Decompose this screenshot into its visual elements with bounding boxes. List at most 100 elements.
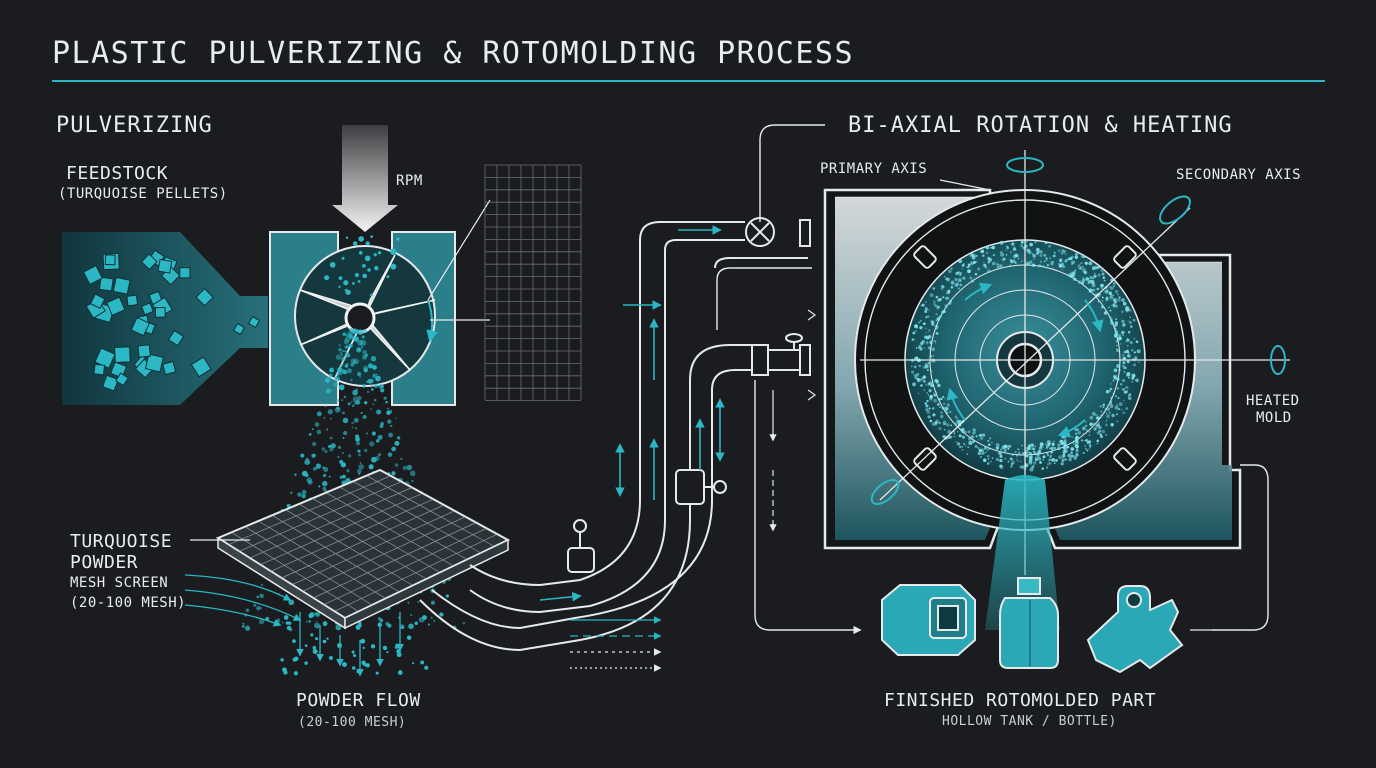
powder-particle	[400, 457, 403, 461]
powder-speck	[1007, 460, 1010, 463]
powder-speck	[1009, 264, 1011, 267]
powder-speck	[1040, 260, 1042, 263]
powder-particle	[462, 621, 466, 625]
powder-particle	[314, 612, 318, 616]
powder-speck	[954, 278, 958, 282]
powder-particle	[386, 407, 390, 410]
powder-speck	[913, 365, 917, 369]
powder-speck	[1029, 467, 1034, 472]
powder-speck	[922, 375, 926, 379]
powder-particle	[397, 670, 403, 675]
powder-particle	[445, 594, 450, 598]
powder-speck	[946, 403, 950, 407]
powder-speck	[970, 261, 974, 265]
powder-speck	[1112, 298, 1117, 303]
powder-speck	[1042, 265, 1045, 267]
powder-particle	[283, 615, 289, 620]
powder-speck	[1131, 349, 1134, 352]
powder-speck	[936, 325, 939, 328]
pipe-flow-arrows	[539, 225, 725, 602]
powder-speck	[1111, 413, 1115, 418]
powder-particle	[342, 662, 347, 667]
powder-particle	[338, 348, 342, 352]
powder-speck	[1037, 450, 1042, 454]
powder-speck	[1122, 412, 1124, 414]
powder-speck	[991, 457, 994, 460]
powder-speck	[1033, 461, 1037, 465]
powder-speck	[929, 369, 933, 373]
powder-particle	[338, 445, 342, 449]
mesh-screen	[215, 468, 511, 630]
powder-speck	[1088, 434, 1091, 436]
powder-speck	[965, 444, 967, 446]
powder-speck	[1099, 433, 1102, 436]
powder-speck	[1123, 366, 1127, 370]
powder-speck	[1046, 452, 1049, 455]
powder-speck	[1031, 443, 1035, 447]
powder-speck	[1011, 242, 1015, 246]
powder-speck	[941, 284, 944, 288]
powder-particle	[362, 414, 367, 419]
powder-speck	[949, 299, 953, 303]
powder-speck	[1110, 422, 1114, 427]
powder-speck	[1109, 390, 1111, 392]
pour-stream	[985, 475, 1060, 630]
powder-speck	[933, 398, 937, 403]
powder-speck	[1069, 456, 1072, 459]
powder-speck	[927, 394, 930, 396]
powder-speck	[1034, 241, 1037, 244]
powder-speck	[941, 406, 945, 410]
powder-speck	[1135, 340, 1139, 344]
powder-speck	[1101, 429, 1106, 434]
powder-speck	[929, 419, 933, 423]
powder-speck	[1108, 411, 1111, 414]
powder-label-1: TURQUOISE	[70, 531, 173, 552]
powder-particle	[307, 479, 313, 485]
powder-speck	[1121, 330, 1125, 335]
powder-speck	[967, 446, 970, 448]
powder-speck	[958, 259, 963, 264]
powder-speck	[1088, 448, 1090, 450]
powder-speck	[1122, 367, 1125, 369]
powder-speck	[945, 292, 948, 295]
powder-speck	[1074, 439, 1079, 444]
powder-particle	[394, 463, 399, 467]
powder-speck	[1057, 250, 1060, 252]
powder-speck	[949, 435, 953, 439]
powder-speck	[923, 379, 926, 383]
powder-speck	[1070, 454, 1074, 458]
powder-speck	[1104, 279, 1106, 282]
powder-speck	[925, 306, 927, 308]
powder-speck	[995, 263, 998, 265]
powder-speck	[1020, 240, 1024, 244]
powder-speck	[1106, 414, 1110, 418]
powder-speck	[1115, 395, 1117, 398]
powder-speck	[1057, 443, 1061, 447]
powder-speck	[924, 307, 928, 311]
powder-speck	[1076, 428, 1079, 431]
powder-particle	[370, 293, 373, 297]
powder-speck	[1124, 390, 1129, 394]
powder-speck	[1116, 298, 1121, 302]
powder-speck	[1014, 450, 1017, 453]
powder-speck	[1011, 460, 1016, 465]
powder-particle	[424, 665, 429, 670]
powder-speck	[928, 407, 931, 410]
powder-particle	[321, 447, 326, 451]
powder-speck	[1092, 412, 1096, 416]
powder-speck	[1058, 444, 1060, 447]
powder-particle	[316, 411, 322, 417]
powder-speck	[1109, 316, 1112, 319]
powder-speck	[954, 422, 958, 426]
powder-particle	[341, 399, 344, 402]
powder-speck	[1105, 390, 1110, 394]
powder-speck	[1124, 357, 1127, 359]
powder-speck	[1121, 409, 1123, 411]
powder-speck	[1082, 276, 1085, 280]
powder-speck	[1084, 447, 1088, 450]
powder-speck	[988, 257, 992, 262]
powder-particle	[357, 372, 362, 376]
powder-speck	[1057, 446, 1061, 451]
powder-speck	[1010, 462, 1014, 466]
powder-particle	[330, 443, 336, 449]
